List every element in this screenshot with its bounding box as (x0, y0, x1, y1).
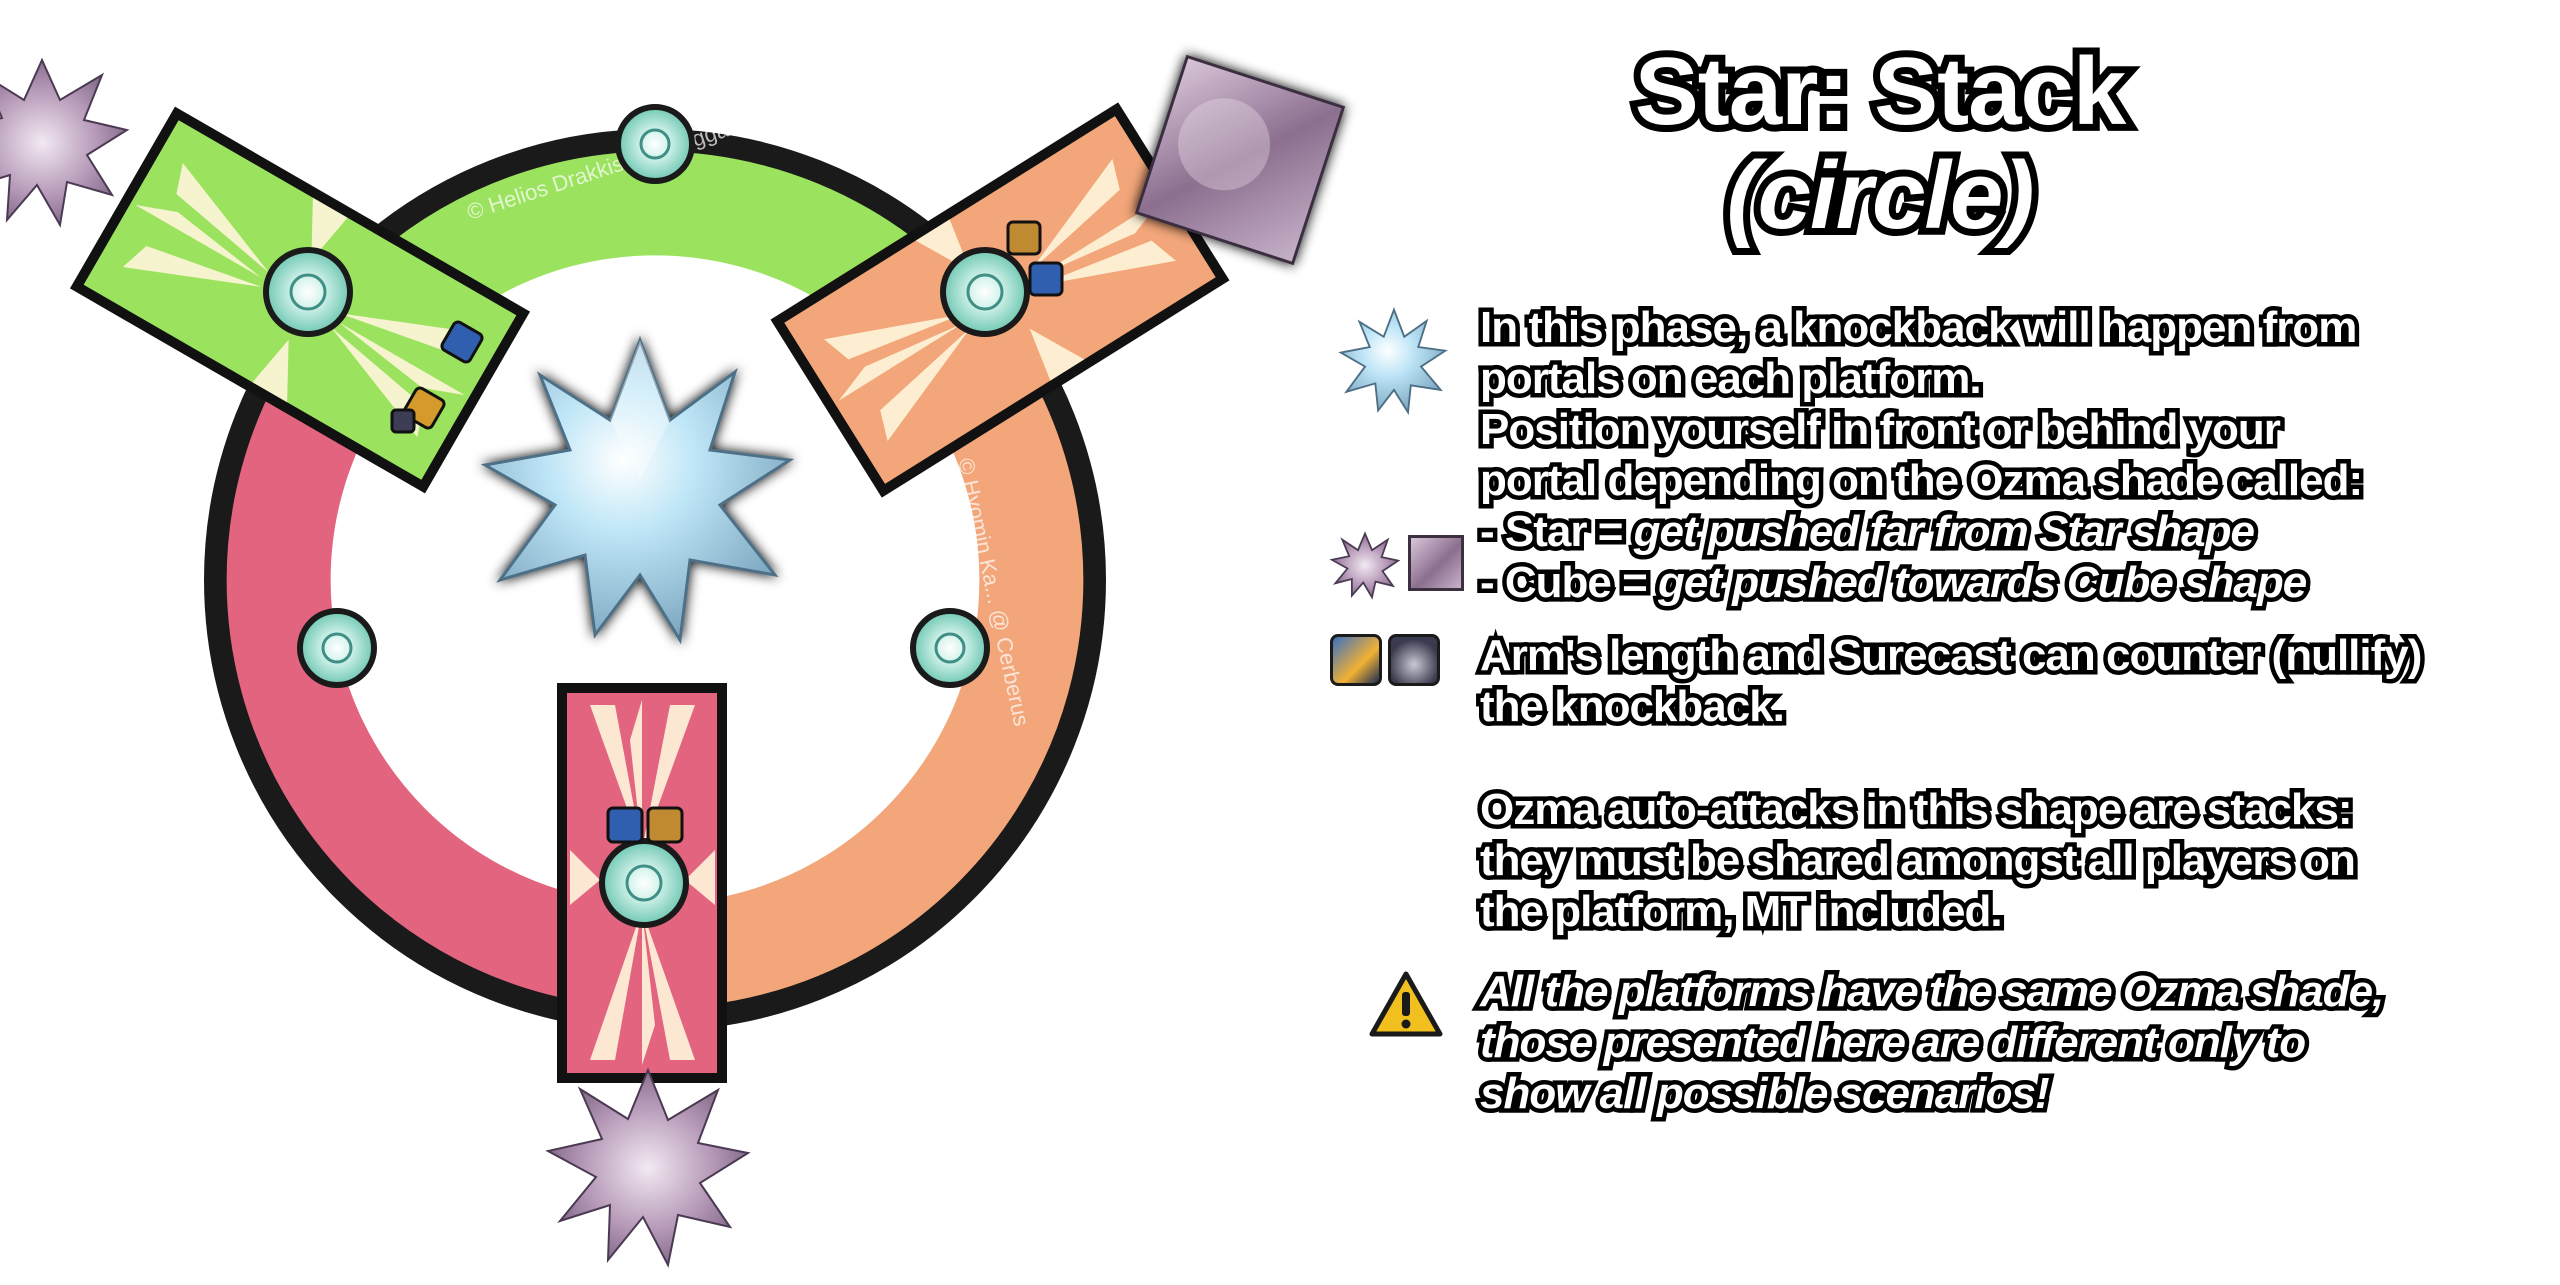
cube-rule: - Cube = get pushed towards Cube shape (1475, 554, 2311, 612)
cube-shade-icon (1134, 54, 1346, 266)
player-marker-group (390, 220, 1064, 844)
portal-icon (910, 608, 990, 688)
crystal-star-icon (1338, 307, 1448, 416)
stack-line: Ozma auto-attacks in this shape are stac… (1476, 781, 2358, 839)
intro-line: portal depending on the Ozma shade calle… (1476, 452, 2368, 510)
star-shade-icon (545, 1067, 751, 1268)
warning-line: All the platforms have the same Ozma sha… (1476, 963, 2389, 1021)
counter-text: Arm's length and Surecast can counter (n… (1476, 627, 2550, 736)
surecast-icon (1388, 634, 1440, 686)
intro-text: In this phase, a knockback will happen f… (1475, 299, 2550, 612)
intro-line: In this phase, a knockback will happen f… (1476, 299, 2362, 357)
stack-line: the platform, MT included. (1476, 883, 2008, 941)
star-shade-icon (0, 57, 130, 228)
stack-text: Ozma auto-attacks in this shape are stac… (1476, 781, 2550, 941)
warning-line: show all possible scenarios! (1476, 1065, 2055, 1123)
center-crystal-star (480, 335, 795, 645)
portal-icon (599, 838, 689, 928)
cube-shade-icon (1408, 535, 1464, 591)
page-title: Star: Stack (circle) (1620, 33, 2140, 255)
star-shade-icon (1330, 531, 1400, 600)
arms-length-icon (1330, 634, 1382, 686)
star-rule: - Star = get pushed far from Star shape (1476, 503, 2260, 561)
intro-line: Position yourself in front or behind you… (1476, 401, 2286, 459)
portal-icon (297, 608, 377, 688)
stack-line: they must be shared amongst all players … (1476, 832, 2361, 890)
title-sub: (circle) (1720, 137, 2042, 255)
counter-line: Arm's length and Surecast can counter (n… (1476, 627, 2427, 685)
portal-icon (940, 247, 1030, 337)
arena-svg: © Helios Drakkis @ Spriggan © Hyomin Ka.… (0, 54, 1346, 1268)
intro-line: portals on each platform. (1476, 350, 1987, 408)
counter-line: the knockback. (1476, 678, 1790, 736)
pink-arc (226, 366, 656, 1008)
arena-diagram: © Helios Drakkis @ Spriggan © Hyomin Ka.… (0, 54, 1346, 1268)
warning-text: All the platforms have the same Ozma sha… (1476, 963, 2550, 1123)
warning-icon (1369, 971, 1443, 1037)
portal-icon (615, 104, 695, 184)
orange-arc (654, 366, 1084, 1008)
warning-line: those presented here are different only … (1476, 1014, 2311, 1072)
explanation-panel: Star: Stack (circle) In this phase, a kn… (1320, 33, 2550, 1240)
portal-icon (263, 247, 353, 337)
title-main: Star: Stack (1628, 33, 2134, 151)
